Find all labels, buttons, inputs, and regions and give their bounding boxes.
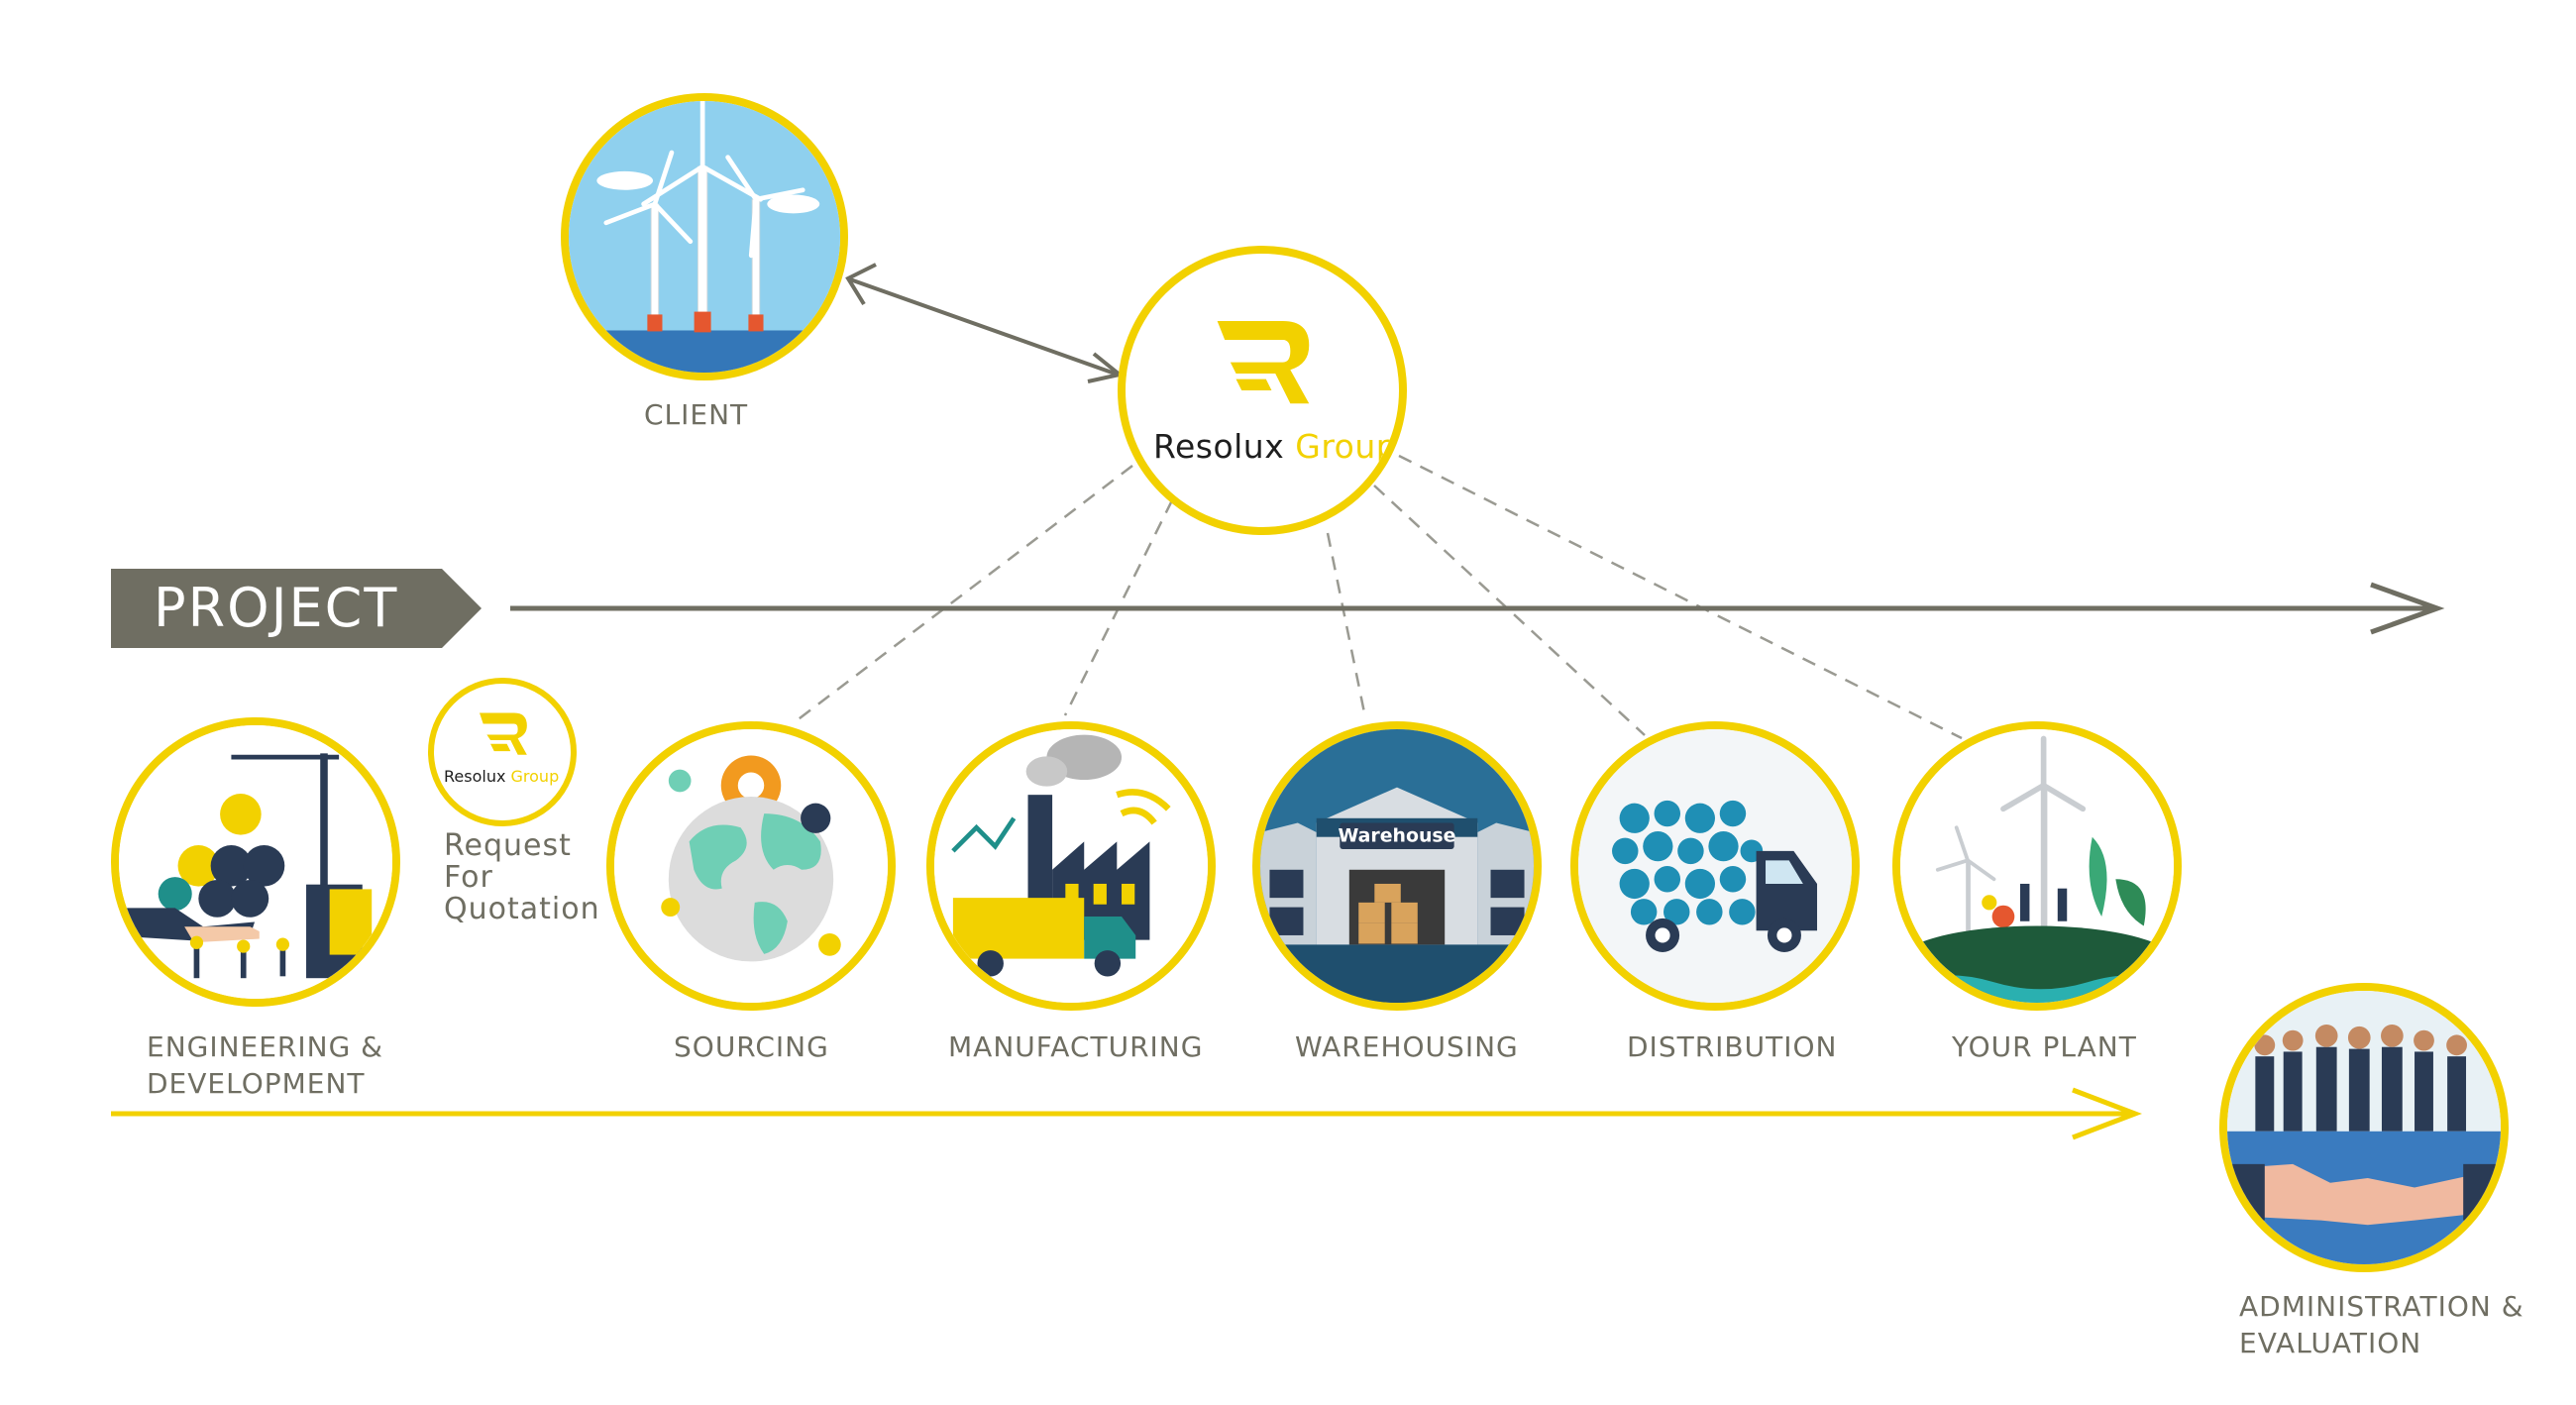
distribution-label: DISTRIBUTION bbox=[1627, 1030, 1838, 1063]
sourcing-circle bbox=[606, 721, 896, 1011]
manufacturing-factory-illustration bbox=[934, 729, 1208, 1003]
resolux-r-logo-icon bbox=[1217, 321, 1310, 404]
logo-name: Resolux bbox=[1153, 427, 1285, 466]
rfq-label-line2: For bbox=[444, 860, 493, 895]
rfq-logo-name: Resolux bbox=[444, 767, 506, 786]
handshake-illustration bbox=[2227, 991, 2501, 1264]
sourcing-label: SOURCING bbox=[674, 1030, 829, 1063]
project-timeline-arrow bbox=[510, 582, 2445, 635]
warehousing-circle: Warehouse bbox=[1252, 721, 1542, 1011]
engineering-circle bbox=[111, 717, 400, 1007]
rfq-label-line3: Quotation bbox=[444, 892, 600, 926]
warehouse-sign-text: Warehouse bbox=[1339, 824, 1456, 846]
engineering-label-line2: DEVELOPMENT bbox=[147, 1067, 366, 1100]
rfq-label-line1: Request bbox=[444, 828, 572, 863]
engineering-label-line1: ENGINEERING & bbox=[147, 1030, 384, 1063]
sourcing-globe-illustration bbox=[614, 729, 888, 1003]
client-label: CLIENT bbox=[644, 398, 749, 431]
resolux-wordmark: Resolux Group bbox=[1153, 427, 1397, 466]
admin-label-line2: EVALUATION bbox=[2239, 1327, 2422, 1359]
dashed-connectors bbox=[795, 454, 1963, 740]
rfq-logo-circle: Resolux Group bbox=[428, 678, 577, 826]
dashed-line-distribution bbox=[1373, 485, 1646, 736]
your-plant-label: YOUR PLANT bbox=[1952, 1030, 2137, 1063]
dashed-line-your-plant bbox=[1398, 454, 1963, 740]
rfq-wordmark: Resolux Group bbox=[444, 767, 559, 786]
logo-suffix: Group bbox=[1295, 427, 1398, 466]
warehousing-label: WAREHOUSING bbox=[1295, 1030, 1519, 1063]
project-label: PROJECT bbox=[154, 577, 399, 639]
manufacturing-label: MANUFACTURING bbox=[948, 1030, 1204, 1063]
client-resolux-double-arrow bbox=[845, 263, 1125, 383]
your-plant-circle bbox=[1892, 721, 2182, 1011]
admin-label-line1: ADMINISTRATION & bbox=[2239, 1290, 2524, 1323]
your-plant-illustration bbox=[1900, 729, 2174, 1003]
rfq-logo-suffix: Group bbox=[510, 767, 560, 786]
resolux-logo-circle: Resolux Group bbox=[1118, 246, 1407, 535]
wind-turbine-illustration bbox=[569, 101, 840, 373]
project-banner bbox=[111, 569, 482, 648]
warehouse-illustration: Warehouse bbox=[1260, 729, 1534, 1003]
client-circle bbox=[561, 93, 848, 380]
stages-timeline-arrow bbox=[111, 1087, 2143, 1140]
manufacturing-circle bbox=[926, 721, 1216, 1011]
dashed-line-warehousing bbox=[1326, 532, 1367, 718]
admin-circle bbox=[2219, 983, 2509, 1272]
distribution-truck-illustration bbox=[1578, 729, 1852, 1003]
engineering-illustration bbox=[119, 725, 392, 999]
rfq-resolux-r-icon bbox=[480, 712, 527, 755]
distribution-circle bbox=[1570, 721, 1860, 1011]
